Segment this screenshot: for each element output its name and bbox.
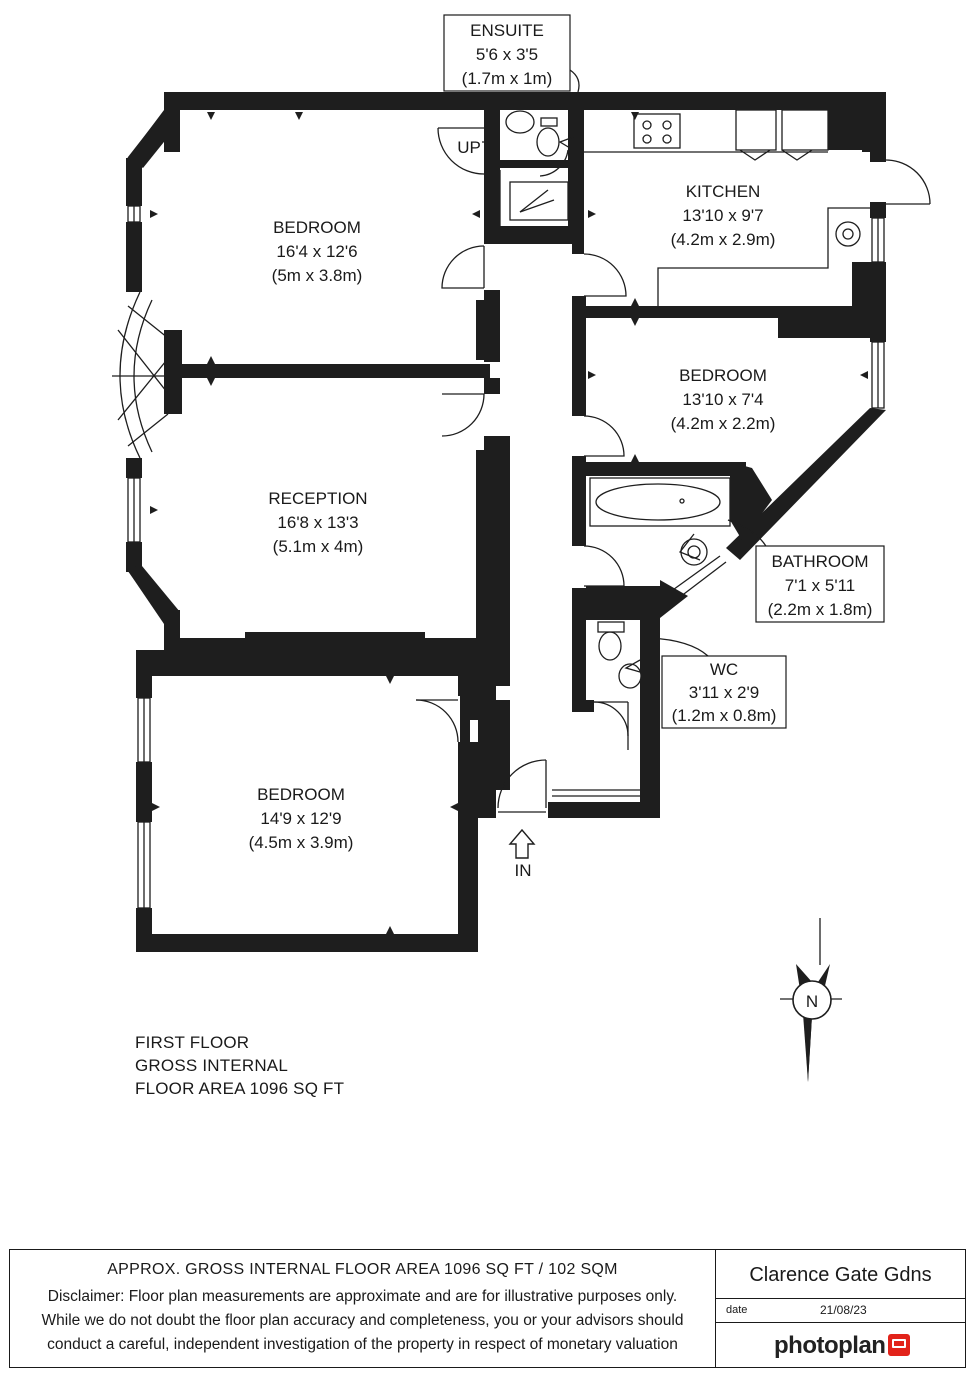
brand-logo: photoplan [774, 1332, 911, 1360]
wc-basin-icon [618, 663, 642, 689]
photoplan-logo-icon [888, 1334, 911, 1356]
room-label-wc: WC 3'11 x 2'9 (1.2m x 0.8m) [661, 655, 787, 729]
svg-text:ENSUITE: ENSUITE [470, 21, 544, 40]
svg-text:(4.2m x 2.9m): (4.2m x 2.9m) [671, 230, 776, 249]
room-label-bedroom-2: BEDROOM 13'10 x 7'4 (4.2m x 2.2m) [671, 366, 776, 433]
svg-text:N: N [806, 992, 818, 1011]
svg-text:BEDROOM: BEDROOM [273, 218, 361, 237]
svg-text:(5m x 3.8m): (5m x 3.8m) [272, 266, 363, 285]
room-label-bathroom: BATHROOM 7'1 x 5'11 (2.2m x 1.8m) [755, 545, 885, 623]
svg-text:16'4 x 12'6: 16'4 x 12'6 [276, 242, 357, 261]
room-label-kitchen: KITCHEN 13'10 x 9'7 (4.2m x 2.9m) [671, 182, 776, 249]
svg-text:7'1 x 5'11: 7'1 x 5'11 [785, 576, 855, 595]
disclaimer-text: Disclaimer: Floor plan measurements are … [10, 1285, 715, 1357]
svg-text:(2.2m x 1.8m): (2.2m x 1.8m) [768, 600, 873, 619]
room-label-bedroom-3: BEDROOM 14'9 x 12'9 (4.5m x 3.9m) [249, 785, 354, 852]
room-label-ensuite: ENSUITE 5'6 x 3'5 (1.7m x 1m) [443, 14, 571, 92]
svg-text:(1.7m x 1m): (1.7m x 1m) [462, 69, 553, 88]
svg-text:RECEPTION: RECEPTION [268, 489, 367, 508]
date-label: date [726, 1304, 748, 1316]
entrance-arrow-icon [508, 828, 536, 859]
stairs-up-marker: UP [456, 134, 482, 158]
hob-icon [633, 113, 681, 149]
svg-text:(1.2m x 0.8m): (1.2m x 0.8m) [672, 706, 777, 725]
doors [415, 127, 931, 813]
footer-info-panel: Clarence Gate Gdns date 21/08/23 photopl… [716, 1250, 965, 1367]
floor-area-summary: FIRST FLOOR GROSS INTERNAL FLOOR AREA 10… [135, 1031, 344, 1100]
date-value: 21/08/23 [820, 1303, 867, 1317]
disclaimer-line-3: conduct a careful, independent investiga… [47, 1336, 678, 1353]
floor-level: FIRST FLOOR [135, 1033, 250, 1052]
footer-disclaimer-panel: APPROX. GROSS INTERNAL FLOOR AREA 1096 S… [10, 1250, 716, 1367]
svg-text:KITCHEN: KITCHEN [686, 182, 761, 201]
walls [126, 92, 886, 952]
windows [112, 111, 885, 909]
svg-text:WC: WC [710, 660, 738, 679]
svg-text:IN: IN [515, 861, 532, 880]
basin-icon [505, 110, 535, 134]
fixtures [499, 109, 870, 689]
svg-text:BEDROOM: BEDROOM [257, 785, 345, 804]
room-label-bedroom-1: BEDROOM 16'4 x 12'6 (5m x 3.8m) [272, 218, 363, 285]
svg-text:(4.5m x 3.9m): (4.5m x 3.9m) [249, 833, 354, 852]
svg-text:13'10 x 9'7: 13'10 x 9'7 [682, 206, 763, 225]
entrance-marker: IN [508, 828, 536, 880]
svg-text:(5.1m x 4m): (5.1m x 4m) [273, 537, 364, 556]
svg-text:14'9 x 12'9: 14'9 x 12'9 [260, 809, 341, 828]
footer-panel: APPROX. GROSS INTERNAL FLOOR AREA 1096 S… [9, 1249, 966, 1368]
brand-name: photoplan [774, 1332, 886, 1359]
svg-text:(4.2m x 2.2m): (4.2m x 2.2m) [671, 414, 776, 433]
property-address: Clarence Gate Gdns [716, 1250, 965, 1299]
svg-text:16'8 x 13'3: 16'8 x 13'3 [277, 513, 358, 532]
shower-icon [509, 181, 569, 221]
toilet-icon [536, 127, 560, 157]
svg-text:3'11 x 2'9: 3'11 x 2'9 [689, 683, 759, 702]
room-label-reception: RECEPTION 16'8 x 13'3 (5.1m x 4m) [268, 489, 367, 556]
svg-text:13'10 x 7'4: 13'10 x 7'4 [682, 390, 763, 409]
approx-floor-area: APPROX. GROSS INTERNAL FLOOR AREA 1096 S… [107, 1261, 618, 1278]
disclaimer-line-2: While we do not doubt the floor plan acc… [41, 1312, 684, 1329]
svg-text:BEDROOM: BEDROOM [679, 366, 767, 385]
floor-area-value: FLOOR AREA 1096 SQ FT [135, 1079, 345, 1098]
svg-text:5'6 x 3'5: 5'6 x 3'5 [476, 45, 538, 64]
north-compass-icon: N [780, 918, 842, 1082]
wc-toilet-icon [598, 631, 622, 661]
disclaimer-line-1: Disclaimer: Floor plan measurements are … [47, 1288, 678, 1305]
dimension-markers [150, 112, 868, 934]
gross-internal-label: GROSS INTERNAL [135, 1056, 288, 1075]
date-row: date 21/08/23 [716, 1298, 965, 1323]
svg-text:BATHROOM: BATHROOM [772, 552, 869, 571]
svg-text:UP: UP [457, 138, 481, 157]
